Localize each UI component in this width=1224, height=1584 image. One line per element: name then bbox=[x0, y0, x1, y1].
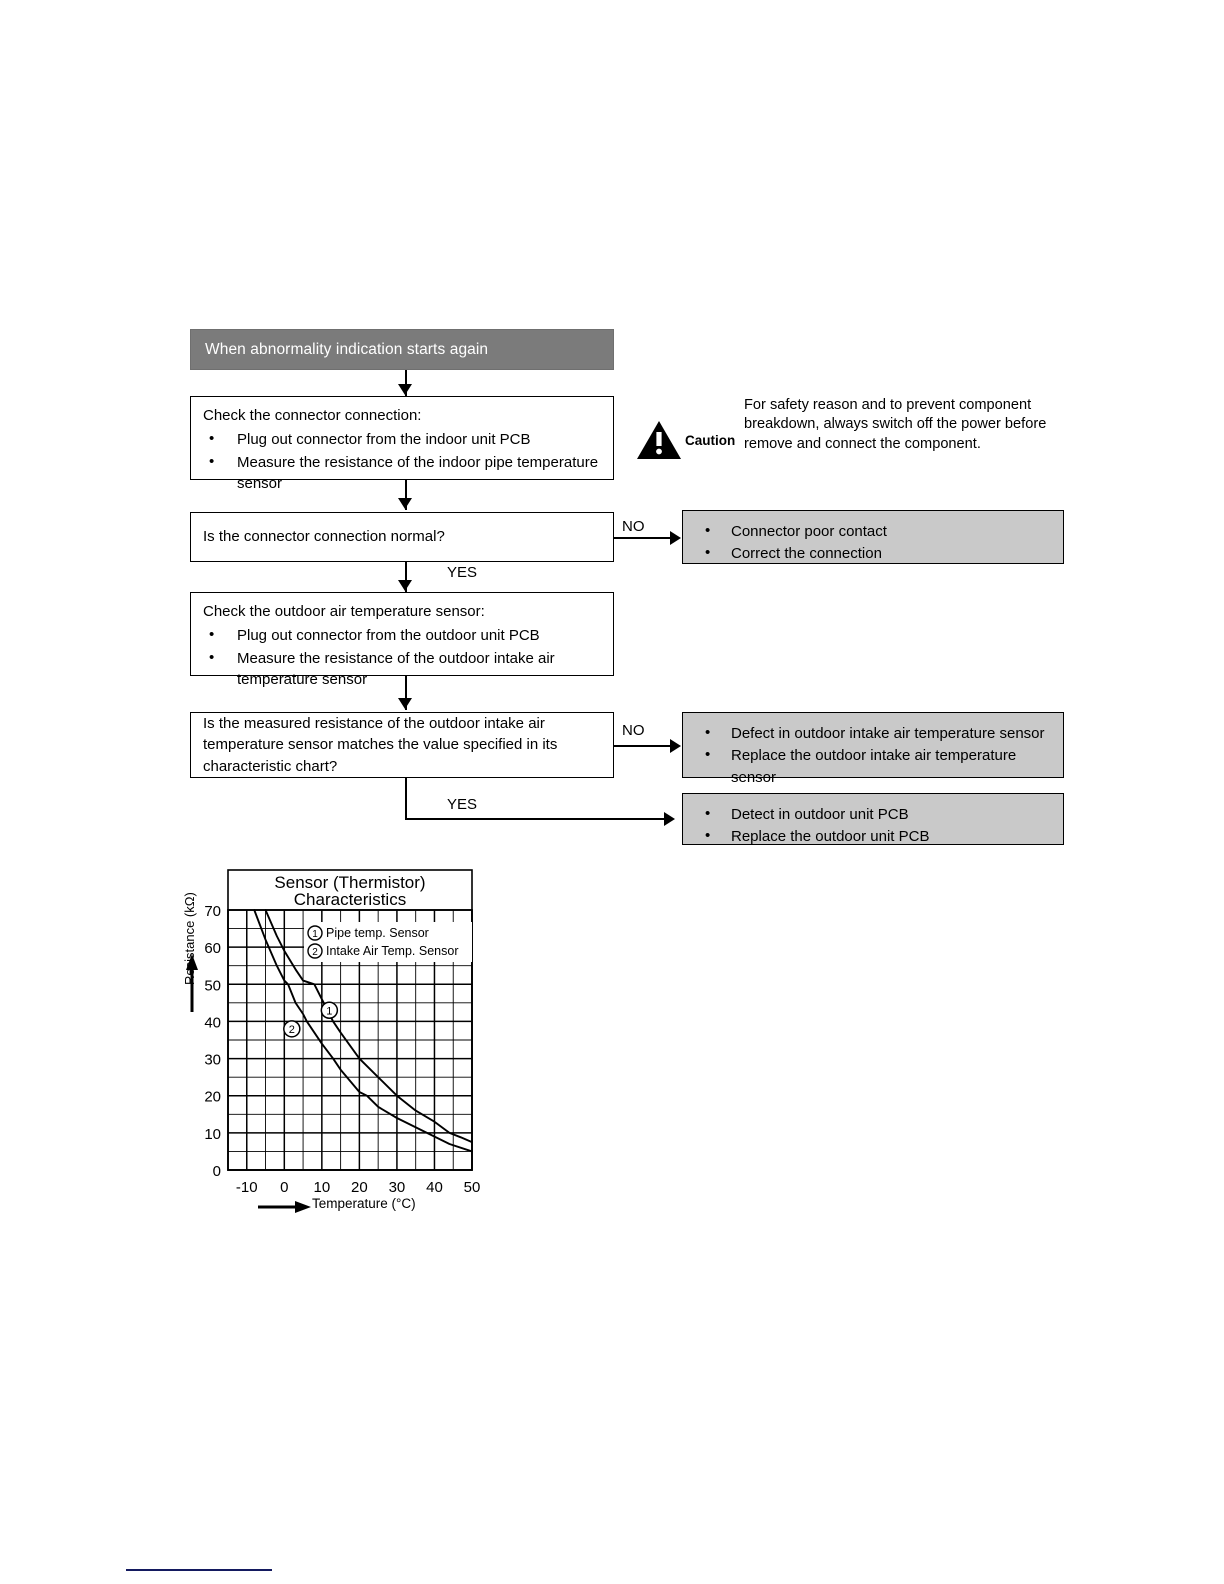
svg-text:40: 40 bbox=[426, 1179, 443, 1196]
decision2-question: Is the measured resistance of the outdoo… bbox=[203, 715, 558, 775]
result-defect-outdoor-intake-sensor: Defect in outdoor intake air temperature… bbox=[682, 712, 1064, 786]
svg-text:50: 50 bbox=[204, 977, 221, 994]
decision1-question: Is the connector connection normal? bbox=[203, 528, 445, 546]
svg-text:2: 2 bbox=[289, 1024, 295, 1036]
connector-decision2-no bbox=[614, 745, 676, 747]
svg-text:30: 30 bbox=[389, 1179, 406, 1196]
label-no-2: NO bbox=[622, 722, 645, 739]
svg-text:0: 0 bbox=[280, 1179, 288, 1196]
result3-bullets: Detect in outdoor unit PCB Replace the o… bbox=[683, 794, 1063, 856]
flowchart-header-label: When abnormality indication starts again bbox=[205, 340, 489, 358]
svg-text:Characteristics: Characteristics bbox=[294, 890, 406, 909]
connector-decision1-no bbox=[614, 537, 676, 539]
svg-text:0: 0 bbox=[213, 1163, 221, 1180]
step-check-connector-connection: Check the connector connection: Plug out… bbox=[190, 396, 614, 492]
arrow-decision1-yes bbox=[398, 580, 412, 591]
svg-text:20: 20 bbox=[351, 1179, 368, 1196]
svg-text:Intake Air Temp. Sensor: Intake Air Temp. Sensor bbox=[326, 944, 458, 958]
connector-decision1-yes bbox=[405, 562, 407, 594]
list-item: Detect in outdoor unit PCB bbox=[683, 803, 1063, 825]
flowchart-header-bar: When abnormality indication starts again bbox=[190, 329, 614, 370]
svg-text:1: 1 bbox=[312, 929, 318, 940]
svg-text:10: 10 bbox=[204, 1126, 221, 1143]
step-check-outdoor-air-temperature-sensor: Check the outdoor air temperature sensor… bbox=[190, 592, 614, 688]
result-detect-outdoor-unit-pcb: Detect in outdoor unit PCB Replace the o… bbox=[682, 793, 1064, 847]
list-item: Measure the resistance of the outdoor in… bbox=[191, 647, 613, 691]
chart-x-axis-label-text: Temperature (°C) bbox=[312, 1196, 416, 1211]
svg-text:30: 30 bbox=[204, 1052, 221, 1069]
svg-text:Pipe temp. Sensor: Pipe temp. Sensor bbox=[326, 926, 429, 940]
caution-label: Caution bbox=[685, 432, 736, 448]
svg-text:Sensor (Thermistor): Sensor (Thermistor) bbox=[274, 873, 425, 892]
list-item: Plug out connector from the outdoor unit… bbox=[191, 624, 613, 646]
svg-text:2: 2 bbox=[312, 947, 318, 958]
chart-svg: Sensor (Thermistor)Characteristics 1 Pipe … bbox=[186, 869, 480, 1213]
result2-bullets: Defect in outdoor intake air temperature… bbox=[683, 713, 1063, 796]
connector-decision2-yes-horizontal bbox=[405, 818, 670, 820]
connector-step2-to-decision2 bbox=[405, 676, 407, 710]
connector-decision2-yes-vertical bbox=[405, 778, 407, 820]
label-yes-1: YES bbox=[447, 564, 478, 581]
svg-text:40: 40 bbox=[204, 1014, 221, 1031]
connector-header-to-step1 bbox=[405, 370, 407, 396]
connector-step1-to-decision1 bbox=[405, 480, 407, 510]
result-connector-poor-contact: Connector poor contact Correct the conne… bbox=[682, 510, 1064, 564]
sensor-characteristics-chart: Sensor (Thermistor)Characteristics 1 Pipe … bbox=[180, 862, 480, 1222]
step2-title: Check the outdoor air temperature sensor… bbox=[203, 603, 485, 620]
list-item: Measure the resistance of the indoor pip… bbox=[191, 451, 613, 495]
svg-text:10: 10 bbox=[314, 1179, 331, 1196]
svg-text:-10: -10 bbox=[236, 1179, 258, 1196]
step2-bullets: Plug out connector from the outdoor unit… bbox=[191, 624, 613, 691]
arrow-decision1-no bbox=[670, 531, 681, 545]
decision-connector-connection-normal: Is the connector connection normal? bbox=[190, 512, 614, 562]
caution-text: For safety reason and to prevent compone… bbox=[744, 397, 1047, 452]
step1-bullets: Plug out connector from the indoor unit … bbox=[191, 428, 613, 495]
list-item: Defect in outdoor intake air temperature… bbox=[683, 722, 1063, 744]
svg-text:1: 1 bbox=[326, 1005, 332, 1017]
arrow-header-to-step1 bbox=[398, 384, 412, 395]
list-item: Replace the outdoor intake air temperatu… bbox=[683, 744, 1063, 788]
arrow-step2-to-decision2 bbox=[398, 698, 412, 709]
label-no-1: NO bbox=[622, 518, 645, 535]
step1-title: Check the connector connection: bbox=[203, 407, 422, 424]
list-item: Plug out connector from the indoor unit … bbox=[191, 428, 613, 450]
result1-bullets: Connector poor contact Correct the conne… bbox=[683, 511, 1063, 573]
decision-measured-resistance-matches: Is the measured resistance of the outdoo… bbox=[190, 712, 614, 778]
chart-y-axis-label-text: Resistance (kΩ) bbox=[182, 892, 197, 985]
arrow-decision2-yes bbox=[664, 812, 675, 826]
list-item: Replace the outdoor unit PCB bbox=[683, 825, 1063, 847]
svg-text:20: 20 bbox=[204, 1089, 221, 1106]
label-yes-2: YES bbox=[447, 796, 478, 813]
svg-text:60: 60 bbox=[204, 940, 221, 957]
svg-text:50: 50 bbox=[464, 1179, 480, 1196]
list-item: Correct the connection bbox=[683, 542, 1063, 564]
caution-block: Caution bbox=[636, 420, 735, 460]
arrow-step1-to-decision1 bbox=[398, 498, 412, 509]
list-item: Connector poor contact bbox=[683, 520, 1063, 542]
arrow-decision2-no bbox=[670, 739, 681, 753]
footer-rule bbox=[126, 1569, 272, 1571]
svg-text:70: 70 bbox=[204, 903, 221, 920]
warning-triangle-icon bbox=[636, 420, 682, 460]
